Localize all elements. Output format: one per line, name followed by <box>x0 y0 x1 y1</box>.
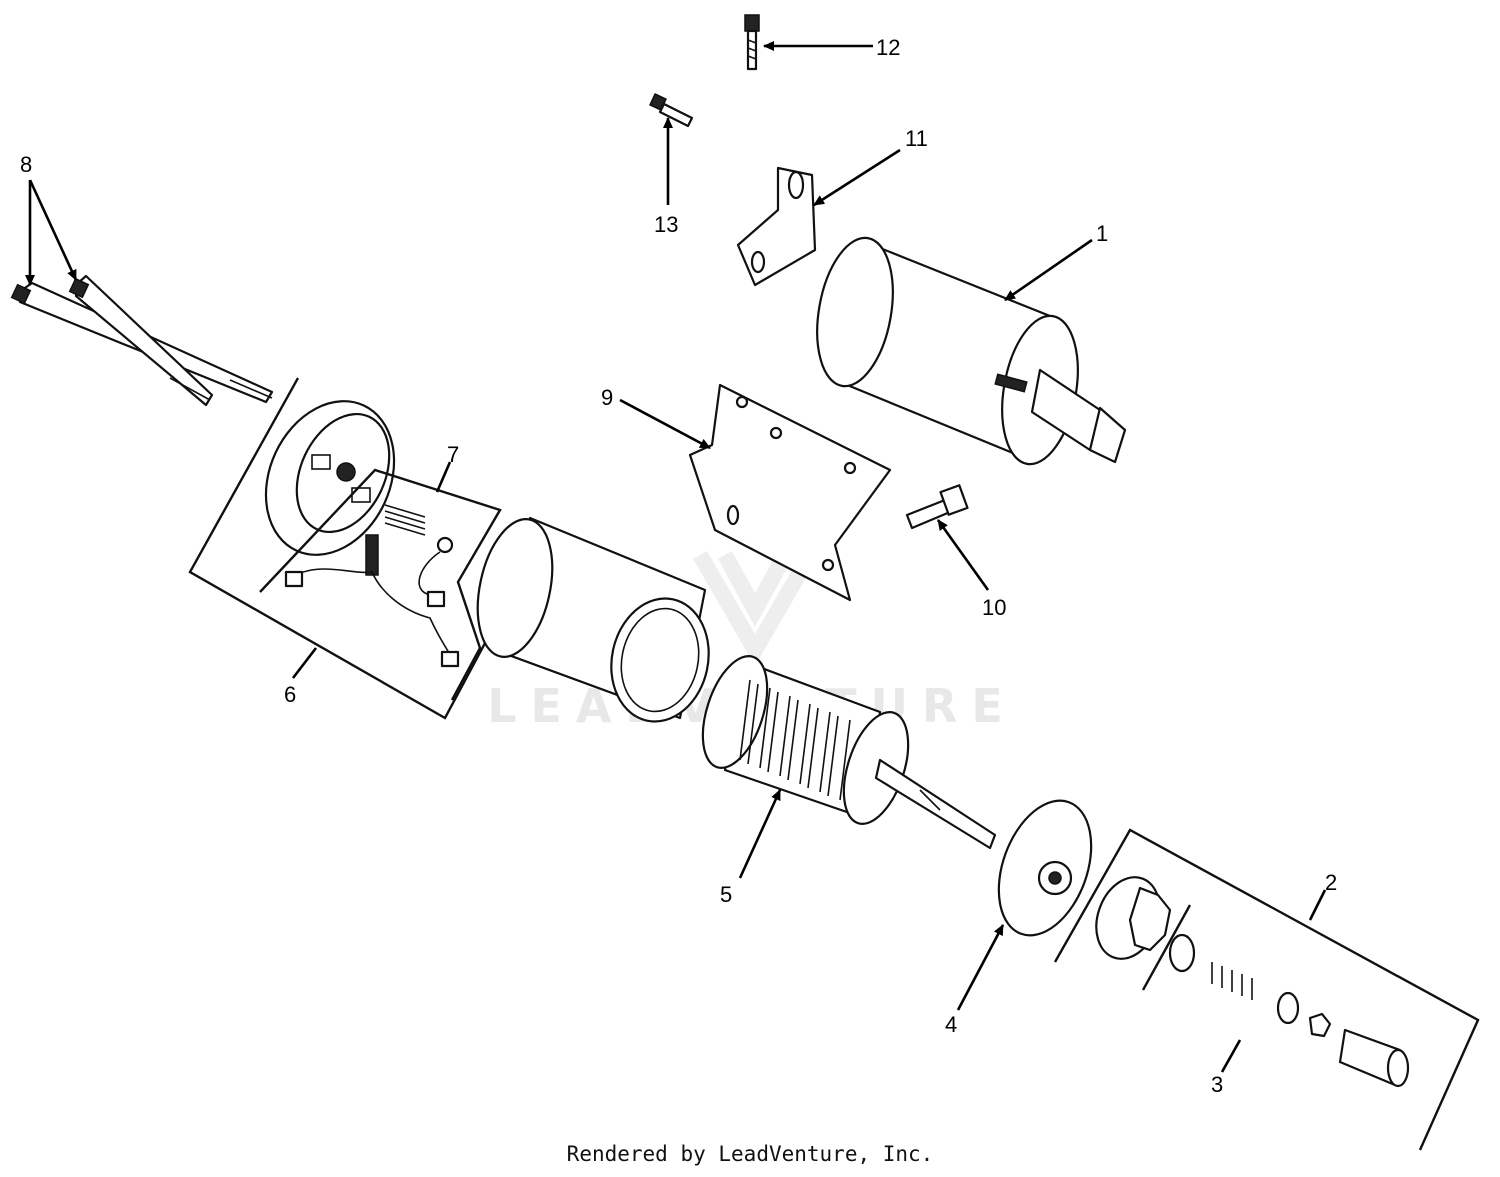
mount-bolt <box>905 484 969 530</box>
mounting-bracket <box>688 383 892 602</box>
drive-pinion <box>1095 876 1172 960</box>
starter-motor <box>816 236 1127 466</box>
callout-2: 2 <box>1325 870 1337 895</box>
drive-end-plate <box>997 799 1093 937</box>
armature <box>701 655 997 850</box>
field-frame-housing <box>476 516 710 723</box>
terminal-stud <box>284 534 460 668</box>
callout-8: 8 <box>20 152 32 177</box>
callout-11: 11 <box>905 126 928 151</box>
callout-3: 3 <box>1211 1072 1223 1097</box>
small-screw <box>649 93 694 128</box>
callout-12: 12 <box>876 35 900 60</box>
brush-kit <box>259 468 502 701</box>
leader-lines <box>25 41 1327 1073</box>
through-bolts <box>10 274 274 407</box>
callout-9: 9 <box>601 385 613 410</box>
callout-10: 10 <box>982 595 1006 620</box>
drive-kit-outline <box>1053 828 1480 1151</box>
brush-lead <box>418 536 454 608</box>
support-bracket <box>736 166 817 287</box>
callout-6: 6 <box>284 682 296 707</box>
rendered-by-credit: Rendered by LeadVenture, Inc. <box>566 1142 934 1166</box>
end-cap-assembly-outline <box>188 377 502 720</box>
callout-1: 1 <box>1096 221 1108 246</box>
callout-5: 5 <box>720 882 732 907</box>
brush-spring <box>384 504 426 536</box>
callout-13: 13 <box>654 212 678 237</box>
end-cap <box>264 400 396 556</box>
top-bolt <box>744 14 760 71</box>
drive-parts <box>1168 933 1410 1088</box>
callout-7: 7 <box>447 442 459 467</box>
callout-4: 4 <box>945 1012 957 1037</box>
